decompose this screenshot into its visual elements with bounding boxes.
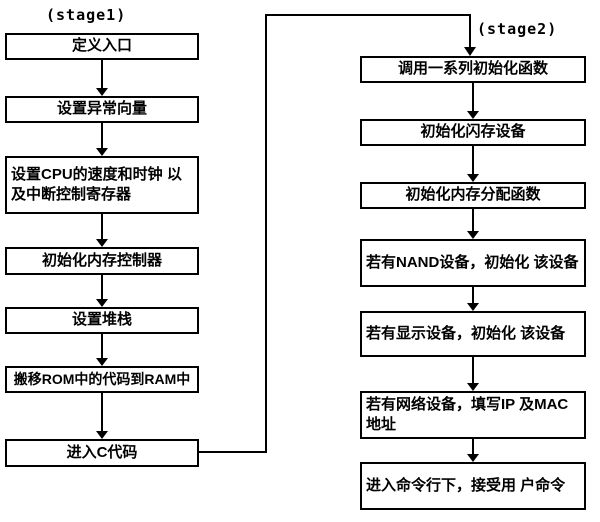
connector-line [469,14,471,48]
arrow-down-icon [96,275,108,307]
flow-box-set-ip-mac: 若有网络设备，填写IP 及MAC地址 [360,391,586,439]
flow-box-enter-command-line: 进入命令行下，接受用 户命令 [360,462,586,510]
flow-box-set-stack: 设置堆栈 [5,307,199,334]
flow-box-init-nand-device: 若有NAND设备，初始化 该设备 [360,239,586,287]
arrow-down-icon [467,287,479,311]
arrow-down-icon [96,214,108,247]
flow-box-init-memory-alloc: 初始化内存分配函数 [360,182,586,209]
connector-line [265,14,267,453]
flow-box-define-entry: 定义入口 [5,33,199,60]
arrow-down-icon [96,393,108,439]
flow-box-init-flash-device: 初始化闪存设备 [360,119,586,146]
arrow-down-icon [96,334,108,366]
flow-box-init-memory-controller: 初始化内存控制器 [5,247,199,275]
arrow-down-icon [467,83,479,119]
stage1-label: (stage1) [46,6,127,24]
flow-box-set-cpu-speed-clock: 设置CPU的速度和时钟 以及中断控制寄存器 [5,156,199,214]
arrow-down-icon [96,60,108,96]
flow-box-set-exception-vectors: 设置异常向量 [5,96,199,123]
flow-box-enter-c-code: 进入C代码 [5,439,199,467]
arrow-down-icon [467,146,479,182]
arrow-down-icon [96,123,108,156]
arrow-down-icon [467,357,479,391]
arrow-down-icon [467,439,479,462]
flow-box-copy-rom-to-ram: 搬移ROM中的代码到RAM中 [5,366,199,393]
flow-box-call-init-functions: 调用一系列初始化函数 [360,56,586,83]
arrow-down-icon [464,47,476,56]
connector-line [265,14,471,16]
connector-line [199,451,267,453]
flow-box-init-display-device: 若有显示设备，初始化 该设备 [360,311,586,357]
arrow-down-icon [467,209,479,239]
stage2-label: (stage2) [477,20,558,38]
